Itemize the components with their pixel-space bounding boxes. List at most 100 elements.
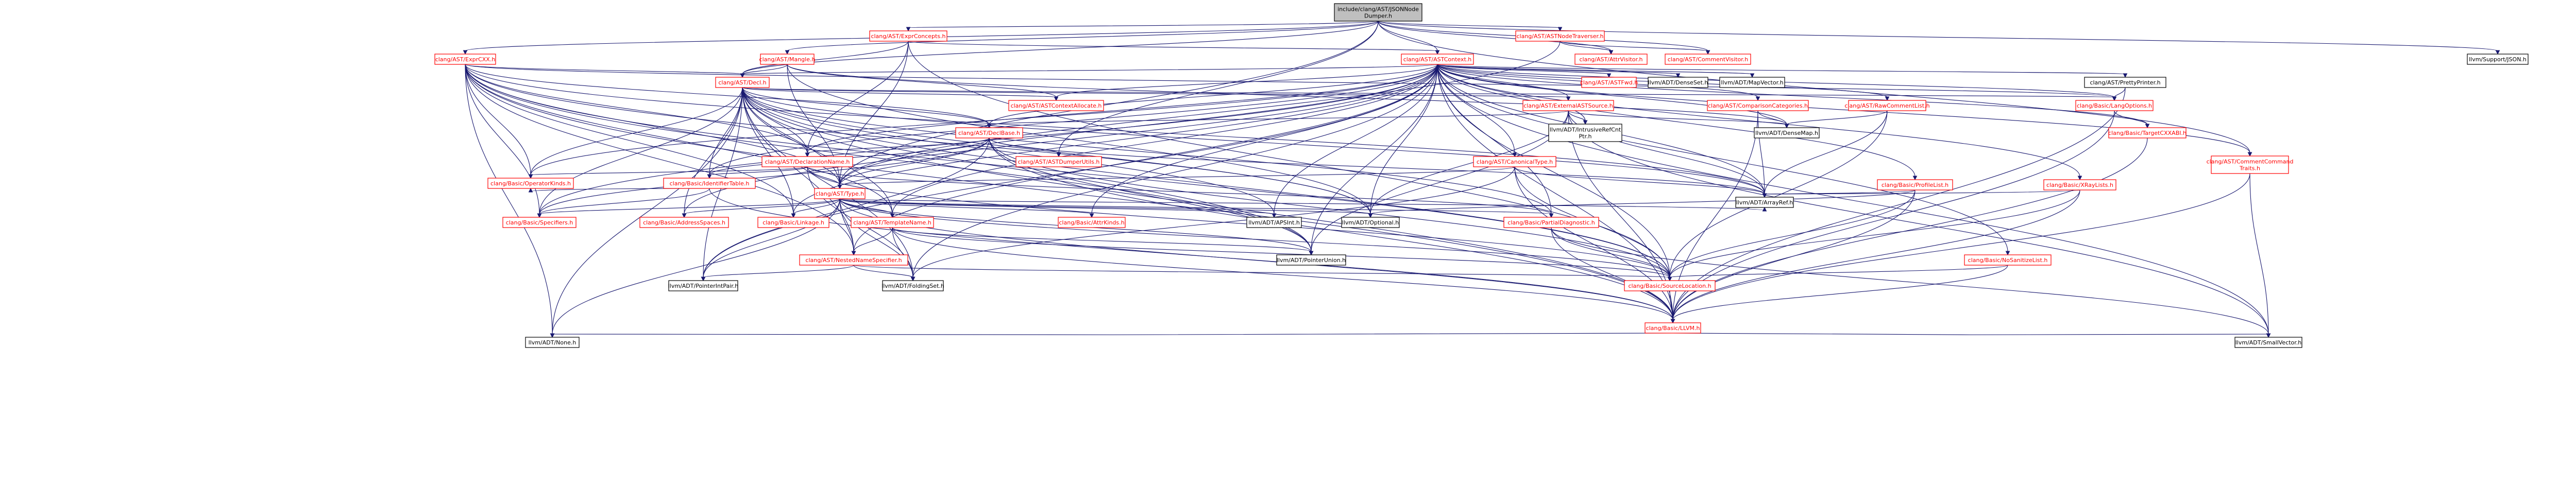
node-langoptions[interactable]: clang/Basic/LangOptions.h xyxy=(2075,100,2154,111)
edge-Type-to-AddressSpaces xyxy=(682,198,840,218)
node-box xyxy=(955,127,1023,138)
node-canonicaltype[interactable]: clang/AST/CanonicalType.h xyxy=(1473,156,1556,167)
edge-ExprCXX-to-None xyxy=(465,64,555,338)
node-box xyxy=(799,254,908,266)
node-astdumperutils[interactable]: clang/AST/ASTDumperUtils.h xyxy=(1015,156,1102,167)
node-astnodetraverser[interactable]: clang/AST/ASTNodeTraverser.h xyxy=(1515,30,1605,42)
edge-DeclT-to-ExternalASTSource xyxy=(742,87,1571,101)
node-operatorkinds[interactable]: clang/Basic/OperatorKinds.h xyxy=(487,178,574,189)
edge-Type-to-PartialDiagnostic xyxy=(839,198,1554,218)
node-apsint[interactable]: llvm/ADT/APSInt.h xyxy=(1246,217,1302,228)
node-label: clang/AST/ExprCXX.h xyxy=(435,56,496,63)
edge-ExprCXX-to-DeclT xyxy=(465,64,745,78)
node-type[interactable]: clang/AST/Type.h xyxy=(814,188,866,199)
node-pointerunion[interactable]: llvm/ADT/PointerUnion.h xyxy=(1276,254,1346,266)
node-rawcommentlist[interactable]: clang/AST/RawCommentList.h xyxy=(1844,100,1930,111)
node-optional[interactable]: llvm/ADT/Optional.h xyxy=(1341,217,1400,228)
node-densemap[interactable]: llvm/ADT/DenseMap.h xyxy=(1754,127,1820,138)
node-smallvector[interactable]: llvm/ADT/SmallVector.h xyxy=(2234,337,2302,348)
node-label: clang/AST/Decl.h xyxy=(718,79,766,86)
node-identifiertable[interactable]: clang/Basic/IdentifierTable.h xyxy=(663,178,756,189)
node-label: clang/AST/ASTFwd.h xyxy=(1580,79,1638,86)
edge-ExprCXX-to-DeclBase xyxy=(465,64,992,129)
node-box xyxy=(1574,54,1648,65)
node-commentvisitor[interactable]: clang/AST/CommentVisitor.h xyxy=(1665,54,1751,65)
node-astcontextallocate[interactable]: clang/AST/ASTContextAllocate.h xyxy=(1008,100,1104,111)
node-box xyxy=(1401,54,1474,65)
edge-XRayLists-to-ArrayRef xyxy=(1762,189,2080,198)
node-box xyxy=(761,156,853,167)
node-box xyxy=(1877,179,1953,190)
node-nestednamespecifier[interactable]: clang/AST/NestedNameSpecifier.h xyxy=(799,254,908,266)
node-box xyxy=(1334,3,1422,22)
node-partialdiagnostic[interactable]: clang/Basic/PartialDiagnostic.h xyxy=(1503,217,1599,228)
node-label: clang/AST/RawCommentList.h xyxy=(1844,102,1929,109)
node-label: clang/AST/ASTContext.h xyxy=(1403,56,1472,63)
node-mangle[interactable]: clang/AST/Mangle.h xyxy=(759,54,816,65)
node-templatename[interactable]: clang/AST/TemplateName.h xyxy=(851,217,934,228)
node-foldingset[interactable]: llvm/ADT/FoldingSet.h xyxy=(882,280,944,291)
node-targetcxxabi[interactable]: clang/Basic/TargetCXXABI.h xyxy=(2108,127,2187,138)
node-llvm[interactable]: clang/Basic/LLVM.h xyxy=(1645,322,1701,334)
node-linkage[interactable]: clang/Basic/Linkage.h xyxy=(757,217,829,228)
node-prettyprinter[interactable]: clang/AST/PrettyPrinter.h xyxy=(2084,77,2166,88)
node-exprconcepts[interactable]: clang/AST/ExprConcepts.h xyxy=(869,30,947,42)
edge-Mangle-to-ASTContextAllocate xyxy=(787,64,1059,101)
node-externalastsource[interactable]: clang/AST/ExternalASTSource.h xyxy=(1522,100,1614,111)
node-attrkinds[interactable]: clang/Basic/AttrKinds.h xyxy=(1058,217,1126,228)
node-astfwd[interactable]: clang/AST/ASTFwd.h xyxy=(1580,77,1638,88)
node-pointerintpair[interactable]: llvm/ADT/PointerIntPair.h xyxy=(668,280,739,291)
node-box xyxy=(668,280,738,291)
edge-ExternalASTSource-to-PointerUnion xyxy=(1309,110,1569,256)
node-box xyxy=(1008,100,1104,111)
node-comparisoncategories[interactable]: clang/AST/ComparisonCategories.h xyxy=(1707,100,1809,111)
node-xraylists[interactable]: clang/Basic/XRayLists.h xyxy=(2043,179,2116,190)
edge-PrettyPrinter-to-LangOptions xyxy=(2112,87,2126,101)
edge-ASTContext-to-CommentCommandTraits xyxy=(1437,64,2252,157)
edge-XRayLists-to-SourceLocation xyxy=(1667,189,2080,282)
node-profilelist[interactable]: clang/Basic/ProfileList.h xyxy=(1877,179,1953,190)
node-label: clang/Basic/LangOptions.h xyxy=(2077,102,2152,109)
edge-ASTContext-to-DeclT xyxy=(740,64,1438,78)
node-astcontext[interactable]: clang/AST/ASTContext.h xyxy=(1401,54,1474,65)
edge-Type-to-Linkage xyxy=(791,198,840,218)
node-box xyxy=(1665,54,1751,65)
node-arrayref[interactable]: llvm/ADT/ArrayRef.h xyxy=(1735,197,1794,208)
edge-NoSanitizeList-to-SourceLocation xyxy=(1667,265,2008,282)
edge-ExprCXX-to-Type xyxy=(465,64,842,189)
node-mapvector[interactable]: llvm/ADT/MapVector.h xyxy=(1719,77,1785,88)
edge-DeclarationName-to-PartialDiagnostic xyxy=(807,166,1554,218)
node-box xyxy=(1645,322,1701,334)
node-box xyxy=(1058,217,1126,228)
node-supportjson[interactable]: llvm/Support/JSON.h xyxy=(2467,54,2529,65)
node-label: llvm/ADT/None.h xyxy=(529,339,577,346)
node-label: clang/AST/ASTNodeTraverser.h xyxy=(1516,33,1603,40)
node-label: clang/Basic/TargetCXXABI.h xyxy=(2108,130,2187,136)
node-box xyxy=(851,217,934,228)
node-label: clang/Basic/AttrKinds.h xyxy=(1059,219,1124,226)
node-label: clang/AST/ASTContextAllocate.h xyxy=(1011,102,1102,109)
edge-root-to-ASTNodeTraverser xyxy=(1378,21,1563,32)
node-label: clang/Basic/OperatorKinds.h xyxy=(490,180,571,187)
edge-ExprConcepts-to-DeclarationName xyxy=(805,41,909,158)
node-sourcelocation[interactable]: clang/Basic/SourceLocation.h xyxy=(1624,280,1716,291)
node-label: llvm/ADT/DenseSet.h xyxy=(1648,79,1708,86)
node-addressspaces[interactable]: clang/Basic/AddressSpaces.h xyxy=(639,217,729,228)
node-label: llvm/ADT/FoldingSet.h xyxy=(882,283,944,289)
node-exprcxx[interactable]: clang/AST/ExprCXX.h xyxy=(434,54,496,65)
node-denseset[interactable]: llvm/ADT/DenseSet.h xyxy=(1648,77,1708,88)
node-box xyxy=(1341,217,1400,228)
node-declbase[interactable]: clang/AST/DeclBase.h xyxy=(955,127,1023,138)
node-declarationname[interactable]: clang/AST/DeclarationName.h xyxy=(761,156,853,167)
edge-root-to-Type xyxy=(837,21,1379,189)
node-nosanitizelist[interactable]: clang/Basic/NoSanitizeList.h xyxy=(1964,254,2052,266)
node-label: clang/AST/CanonicalType.h xyxy=(1477,159,1553,165)
node-none[interactable]: llvm/ADT/None.h xyxy=(525,337,580,348)
node-declt[interactable]: clang/AST/Decl.h xyxy=(715,77,770,88)
node-attrvisitor[interactable]: clang/AST/AttrVisitor.h xyxy=(1574,54,1648,65)
node-specifiers[interactable]: clang/Basic/Specifiers.h xyxy=(502,217,577,228)
node-label: clang/AST/TemplateName.h xyxy=(853,219,931,226)
